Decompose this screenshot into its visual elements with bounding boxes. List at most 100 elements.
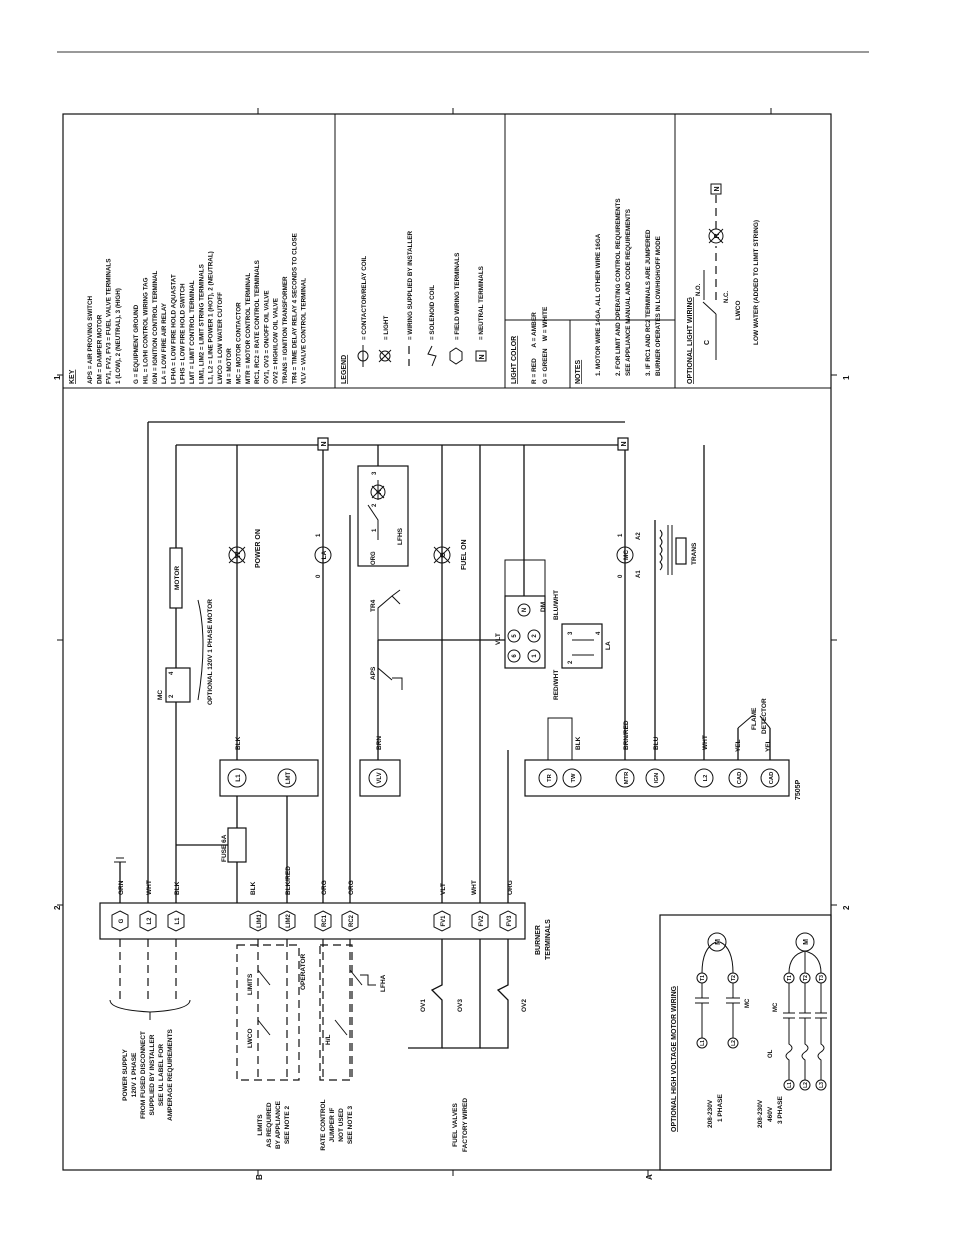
la-label: LA bbox=[321, 550, 328, 559]
key-line: LFHA = LOW FIRE HOLD AQUASTAT bbox=[170, 274, 177, 384]
hv-t2: T2 bbox=[803, 975, 809, 981]
rate-field-box bbox=[319, 944, 353, 1081]
la-relay-label: LA bbox=[605, 641, 612, 650]
legend-item: = WIRING SUPPLIED BY INSTALLER bbox=[407, 230, 414, 340]
dm-pin-n: N bbox=[522, 608, 528, 612]
wire-wht: WHT bbox=[146, 880, 153, 895]
notes-lines: 1. MOTOR WIRE 14GA, ALL OTHER WIRE 16GA 2… bbox=[595, 198, 662, 376]
burner-terminal-label: FV2 bbox=[479, 915, 485, 927]
burner-terminal bbox=[314, 910, 332, 932]
wire-red-wht: RED/WHT bbox=[553, 670, 560, 700]
notes-section: NOTES 1. MOTOR WIRE 14GA, ALL OTHER WIRE… bbox=[575, 198, 662, 384]
la-relay-pin-2: 2 bbox=[568, 660, 574, 664]
control-7505p bbox=[524, 759, 790, 797]
neutral-terminal-symbol-icon bbox=[475, 350, 487, 362]
tr-tw-loop bbox=[547, 717, 573, 761]
c-label: C bbox=[704, 340, 711, 345]
la-relay-pin-3: 3 bbox=[568, 631, 574, 635]
key-line: FV1, FV2, FV3 = FUEL VALVE TERMINALS bbox=[106, 259, 113, 384]
control-caption: 7505P bbox=[795, 779, 802, 800]
hv-motor3-icon bbox=[795, 932, 815, 952]
optional-light-caption: LOW WATER (ADDED TO LIMIT STRING) bbox=[753, 220, 760, 345]
fuel-on-label: FUEL ON bbox=[461, 539, 468, 570]
power_supply-label: SUPPLIED BY INSTALLER bbox=[149, 1034, 156, 1115]
legend-item: = NEUTRAL TERMINALS bbox=[478, 266, 485, 340]
motor-box bbox=[169, 547, 183, 609]
control-terminal bbox=[538, 768, 558, 788]
hv-l1: L1 bbox=[700, 1040, 706, 1046]
control-terminal bbox=[694, 768, 714, 788]
zone-label: 1 bbox=[53, 375, 62, 380]
key-line: MTR = MOTOR CONTROL TERMINAL bbox=[245, 273, 252, 384]
g-label: G bbox=[440, 552, 447, 558]
fuel_valves-label: FUEL VALVES bbox=[452, 1102, 459, 1146]
optional-motor-label: OPTIONAL 120V 1 PHASE MOTOR bbox=[207, 599, 214, 705]
key-line: OV2 = HIGH/LOW OIL VALVE bbox=[273, 298, 280, 384]
key-line: LIM1, LIM2 = LIMIT STRING TERMINALS bbox=[198, 264, 205, 384]
power_supply-label: AMPERAGE REQUIREMENTS bbox=[167, 1028, 174, 1120]
burner-terminal-label: RC1 bbox=[322, 914, 328, 927]
burner-terminal-label: FV1 bbox=[441, 915, 447, 927]
wire-org-3: ORG bbox=[507, 880, 514, 895]
burner-terminal bbox=[249, 910, 267, 932]
dm-pin-5: 5 bbox=[512, 634, 518, 638]
note-line: 1. MOTOR WIRE 14GA, ALL OTHER WIRE 16GA bbox=[595, 233, 602, 376]
mc-coil-label: MC bbox=[623, 550, 630, 560]
neutral-label: N bbox=[321, 441, 328, 446]
key-line: MC = MOTOR CONTACTOR bbox=[236, 302, 243, 384]
r-label: R bbox=[714, 233, 721, 238]
neutral-terminal-2 bbox=[617, 437, 629, 451]
hv-m: M bbox=[715, 939, 722, 945]
flame-label: FLAME bbox=[751, 707, 758, 730]
key-line: H/L = LO/HI CONTROL WIRING TAG bbox=[143, 277, 150, 384]
ov2-label: OV2 bbox=[521, 999, 528, 1012]
lfhs-box bbox=[357, 465, 409, 567]
dm-pin-6: 6 bbox=[512, 654, 518, 658]
dm-pin-2: 2 bbox=[532, 634, 538, 638]
hv-three-voltage: 208-230V bbox=[757, 1099, 764, 1128]
rate_control-label: NOT USED bbox=[338, 1108, 345, 1142]
note-line: 2. FOR LIMIT AND OPERATING CONTROL REQUI… bbox=[615, 198, 622, 376]
notes-title: NOTES bbox=[575, 360, 582, 384]
l1-lmt-block bbox=[219, 759, 319, 797]
key-line: DM = DAMPER MOTOR bbox=[96, 314, 103, 384]
mc-pin-1: 1 bbox=[618, 533, 624, 537]
a-light-label: A bbox=[376, 489, 383, 494]
burner-terminal bbox=[111, 910, 129, 932]
la-pin-0: 0 bbox=[316, 574, 322, 578]
lwco-switch-label: LWCO bbox=[247, 1029, 254, 1049]
light-color-line: R = RED A = AMBER bbox=[531, 312, 538, 384]
power_supply-label: POWER SUPPLY bbox=[122, 1048, 129, 1100]
limits-field-box bbox=[236, 944, 300, 1081]
n-label: N bbox=[714, 186, 721, 191]
ov1-label: OV1 bbox=[420, 999, 427, 1012]
burner-terminal bbox=[433, 910, 451, 932]
key-line: G = EQUIPMENT GROUND bbox=[133, 304, 140, 384]
burner-terminal bbox=[139, 910, 157, 932]
control-terminal-label: MTR bbox=[624, 771, 630, 784]
hl-label: H/L bbox=[325, 1035, 332, 1046]
mc-contact bbox=[165, 667, 191, 703]
rate_control-label: SEE NOTE 3 bbox=[347, 1105, 354, 1144]
burner-terminal bbox=[278, 910, 296, 932]
light-symbol-icon bbox=[378, 349, 392, 363]
vlv-label: VLV bbox=[377, 772, 383, 783]
la-pin-1: 1 bbox=[316, 533, 322, 537]
detector-label: DETECTOR bbox=[761, 698, 768, 734]
legend-item: = FIELD WIRING TERMINALS bbox=[454, 253, 461, 340]
control-terminal-label: CAD bbox=[737, 772, 743, 785]
wire-blk-4: BLK bbox=[575, 736, 582, 750]
hv-t1: T1 bbox=[700, 975, 706, 981]
zone-label: B bbox=[255, 1174, 264, 1180]
hv-mc3-label: MC bbox=[773, 1002, 779, 1012]
burner-terminal bbox=[341, 910, 359, 932]
ov3-label: OV3 bbox=[457, 999, 464, 1012]
limits-label: BY APPLIANCE bbox=[275, 1100, 282, 1149]
hv-l2: L2 bbox=[731, 1040, 737, 1046]
hv-three-phase: 3 PHASE bbox=[777, 1096, 784, 1124]
wire-brn: BRN bbox=[376, 736, 383, 750]
burner-terminal-label: L2 bbox=[147, 917, 153, 925]
optional-light-title: OPTIONAL LIGHT WIRING bbox=[687, 296, 694, 384]
